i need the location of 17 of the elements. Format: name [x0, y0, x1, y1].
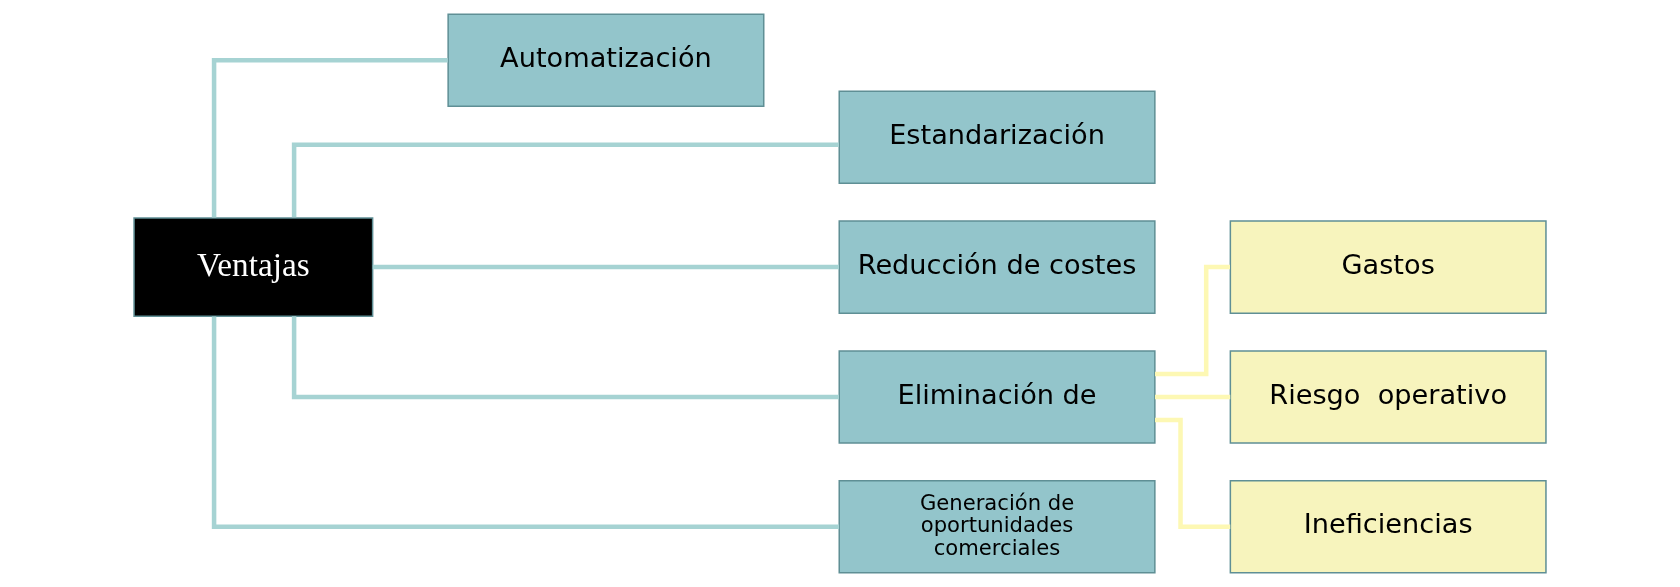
node-box: Gastos	[1229, 220, 1547, 314]
connector	[211, 57, 448, 218]
connector	[1155, 264, 1230, 377]
node-box: Generación de oportunidades comerciales	[838, 480, 1156, 574]
node-box: Eliminación de	[838, 350, 1156, 444]
connector	[291, 142, 839, 218]
node-box: Riesgo operativo	[1229, 350, 1547, 444]
connector	[291, 316, 839, 400]
connector	[211, 316, 840, 530]
connector	[1155, 394, 1231, 400]
node-box: Estandarización	[838, 90, 1156, 184]
node-box: Automatización	[447, 13, 765, 107]
connector	[1155, 417, 1231, 530]
node-box: Ventajas	[133, 217, 374, 317]
node-box: Ineficiencias	[1229, 480, 1547, 574]
node-box: Reducción de costes	[838, 220, 1156, 314]
connector	[372, 264, 839, 270]
